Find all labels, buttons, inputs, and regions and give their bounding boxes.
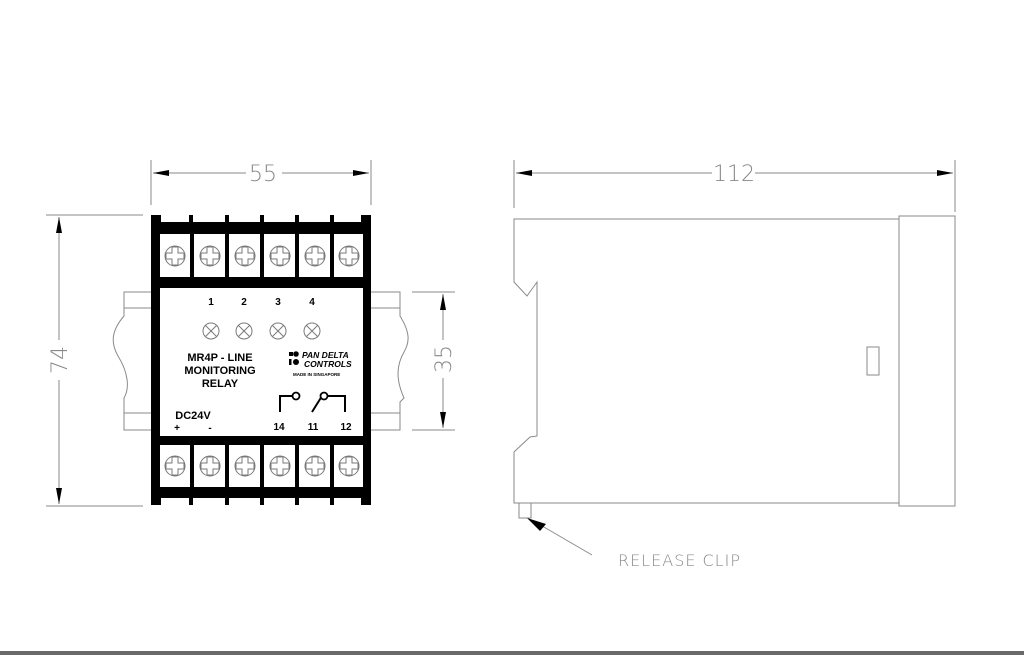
width-dim-label: 55 <box>249 162 277 187</box>
end-cap <box>898 215 956 507</box>
length-dim-label: 112 <box>713 162 755 187</box>
led-number-1: 1 <box>208 297 214 308</box>
din-rail-right <box>371 291 409 431</box>
screw-icon <box>199 245 221 267</box>
rail-dimension: 35 <box>412 291 457 431</box>
din-rail-left <box>112 291 151 431</box>
screw-icon <box>338 455 360 477</box>
screw-icon <box>269 245 291 267</box>
brand-line-1: PAN DELTA <box>302 350 349 360</box>
release-clip-label: RELEASE CLIP <box>618 551 741 570</box>
screw-icon <box>304 455 326 477</box>
led-number-2: 2 <box>241 297 247 308</box>
leader-arrow-icon <box>527 518 546 531</box>
front-view: 55 74 35 <box>46 160 457 507</box>
title-line-2: MONITORING <box>184 365 255 377</box>
led-icon <box>269 322 287 340</box>
release-clip <box>518 502 532 519</box>
led-icon <box>303 322 321 340</box>
supply-voltage-label: DC24V <box>175 410 211 422</box>
length-dimension: 112 <box>513 160 956 212</box>
page-border-bottom <box>0 651 1024 655</box>
supply-plus-label: + <box>174 423 180 434</box>
title-line-3: RELAY <box>202 378 239 390</box>
brand-logo: PAN DELTA CONTROLS MADE IN SINGAPORE <box>289 350 352 377</box>
screw-icon <box>234 455 256 477</box>
height-dimension: 74 <box>46 214 143 507</box>
led-number-4: 4 <box>309 297 315 308</box>
brand-line-2: CONTROLS <box>304 359 352 369</box>
pan-delta-logo-icon <box>289 351 299 365</box>
screw-icon <box>304 245 326 267</box>
led-icon <box>202 322 220 340</box>
relay-contact-symbol <box>279 391 346 413</box>
title-line-1: MR4P - LINE <box>187 352 252 364</box>
relay-body <box>151 215 371 506</box>
width-dimension: 55 <box>150 160 372 205</box>
bottom-terminal-block <box>160 445 363 487</box>
led-number-3: 3 <box>275 297 281 308</box>
screw-icon <box>164 245 186 267</box>
front-panel <box>160 288 363 436</box>
housing-outline <box>513 218 899 504</box>
product-title: MR4P - LINE MONITORING RELAY <box>184 352 255 390</box>
status-window <box>866 346 880 376</box>
screw-icon <box>199 455 221 477</box>
screw-icon <box>269 455 291 477</box>
screw-icon <box>234 245 256 267</box>
led-icon <box>235 322 253 340</box>
height-dim-label: 74 <box>48 346 73 374</box>
terminal-11-label: 11 <box>308 422 319 433</box>
side-view: 112 RELEASE CLIP <box>513 160 956 570</box>
screw-icon <box>338 245 360 267</box>
top-terminal-block <box>160 234 363 277</box>
led-labels: 1 2 3 4 <box>208 297 315 308</box>
terminal-12-label: 12 <box>340 422 352 433</box>
screw-icon <box>164 455 186 477</box>
rail-dim-label: 35 <box>432 345 457 373</box>
supply-minus-label: - <box>208 423 211 434</box>
made-in-label: MADE IN SINGAPORE <box>293 372 340 377</box>
terminal-14-label: 14 <box>273 422 285 433</box>
